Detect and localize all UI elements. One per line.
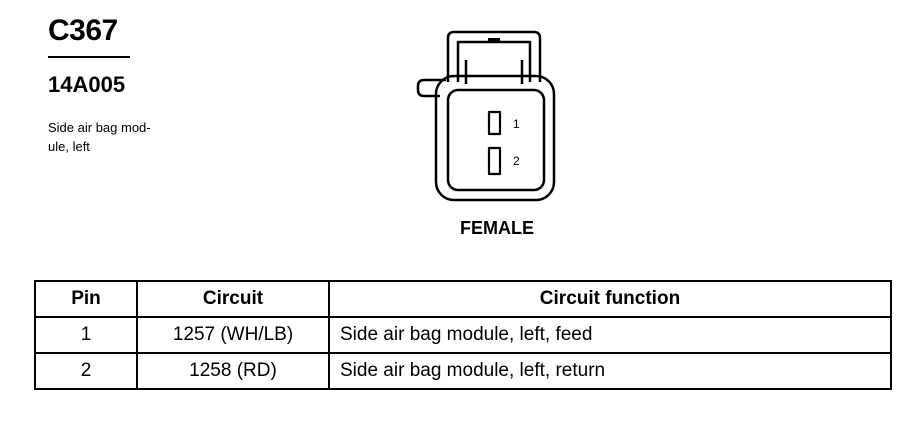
table-row: 2 1258 (RD) Side air bag module, left, r… — [34, 352, 892, 390]
connector-gender-caption: FEMALE — [460, 218, 534, 238]
latch-housing — [446, 30, 542, 82]
header-pin: Pin — [34, 280, 138, 318]
connector-face-diagram: 1 2 — [416, 30, 556, 202]
cell-circuit-function: Side air bag module, left, feed — [328, 316, 892, 354]
latch-tab — [488, 38, 500, 42]
cell-circuit-function: Side air bag module, left, return — [328, 352, 892, 390]
connector-id: C367 — [48, 14, 118, 47]
title-underline — [48, 56, 130, 58]
cell-circuit: 1257 (WH/LB) — [136, 316, 330, 354]
header-circuit-function: Circuit function — [328, 280, 892, 318]
description-line-2: ule, left — [48, 139, 90, 154]
connector-body-outer — [434, 74, 556, 202]
connector-description: Side air bag mod- ule, left — [48, 118, 208, 156]
pinout-table: Pin Circuit Circuit function 1 1257 (WH/… — [34, 280, 892, 390]
header-circuit: Circuit — [136, 280, 330, 318]
cell-circuit: 1258 (RD) — [136, 352, 330, 390]
description-line-1: Side air bag mod- — [48, 120, 151, 135]
table-header-row: Pin Circuit Circuit function — [34, 280, 892, 318]
cell-pin: 1 — [34, 316, 138, 354]
pin-label-1: 1 — [513, 117, 520, 131]
side-ear — [416, 78, 446, 98]
pin-cavity-2 — [487, 146, 502, 176]
pin-label-2: 2 — [513, 154, 520, 168]
pin-cavity-1 — [487, 110, 502, 136]
connector-face-inner — [446, 88, 546, 192]
table-row: 1 1257 (WH/LB) Side air bag module, left… — [34, 316, 892, 354]
cell-pin: 2 — [34, 352, 138, 390]
part-number: 14A005 — [48, 72, 126, 97]
